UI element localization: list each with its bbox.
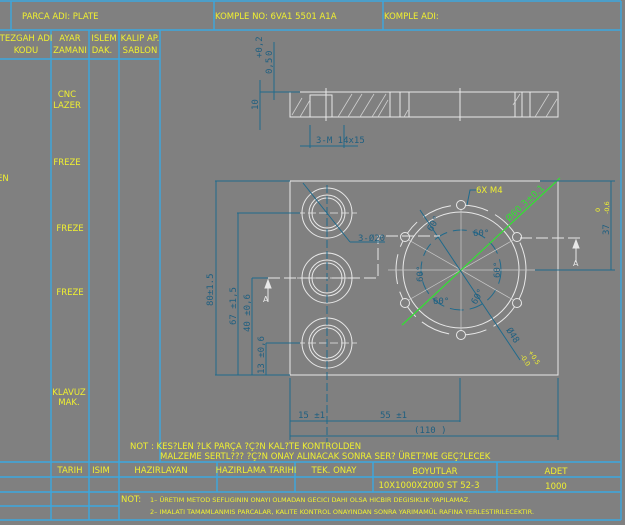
- bore-label: Ø48: [503, 326, 521, 346]
- side-depth: 0,5: [265, 58, 275, 74]
- side-tol: +0,2: [255, 36, 265, 58]
- dim-40: 40 ±0,6: [243, 294, 253, 332]
- note-line1: NOT : KES?LEN ?LK PARÇA ?Ç?N KAL?TE KONT…: [130, 442, 361, 452]
- op-5-line1: KLAVUZ: [52, 388, 86, 398]
- angle-4: 60°: [470, 287, 487, 306]
- side-view: [259, 42, 559, 148]
- section-label-left: A: [263, 295, 269, 304]
- col-machine-line2: KODU: [14, 46, 39, 56]
- footer-name-header: ISIM: [92, 466, 110, 476]
- footer-tech-approval-header: TEK. ONAY: [311, 466, 358, 476]
- dim-37-tol-lower: -0,6: [603, 201, 611, 214]
- dim-37: 37: [602, 224, 612, 235]
- op-5-line2: MAK.: [58, 398, 79, 408]
- footer-prepared-header: HAZIRLAYAN: [134, 466, 187, 476]
- op-3: FREZE: [56, 224, 83, 234]
- footer-notes-label: NOT:: [121, 495, 141, 505]
- front-view: [215, 177, 615, 445]
- op-1-line1: CNC: [58, 90, 76, 100]
- op-2: FREZE: [53, 158, 80, 168]
- col-machine-line1: TEZGAH ADI: [0, 34, 52, 44]
- col-process-line2: DAK.: [92, 46, 113, 56]
- footer-note-2: 2– IMALATI TAMAMLANMIS PARCALAR, KALITE …: [150, 507, 534, 516]
- side-tol2: 0: [265, 51, 275, 56]
- bolt-circle-label: Ø60.3±0.1: [504, 183, 547, 224]
- angle-2: 60°: [473, 229, 489, 239]
- assembly-name-label: KOMPLE ADI:: [384, 12, 439, 22]
- bolt-circle-pattern: [388, 177, 561, 361]
- col-mold-line1: KALIP AP.: [121, 34, 160, 44]
- counterbore-holes: [297, 185, 357, 445]
- holes-label: 3-Ø20: [358, 233, 385, 244]
- footer-dimensions-header: BOYUTLAR: [412, 467, 457, 477]
- dim-width: (110 ): [414, 426, 447, 436]
- footer-prep-date-header: HAZIRLAMA TARIHI: [216, 466, 297, 476]
- angle-3: 60°: [493, 262, 503, 278]
- angle-1: 60°: [426, 214, 443, 233]
- col-setup-line1: AYAR: [59, 34, 81, 44]
- col-mold-line2: SABLON: [123, 46, 158, 56]
- col-process-line1: ISLEM: [91, 34, 116, 44]
- dim-13: 13 ±0,6: [257, 336, 267, 374]
- footer-quantity-value: 1000: [545, 482, 567, 492]
- dim-height: 80±1.5: [206, 273, 216, 306]
- left-fragment: EN: [0, 174, 9, 184]
- angle-5: 60°: [433, 297, 449, 307]
- dimension-lines: [215, 180, 615, 440]
- section-label-right: A: [573, 259, 579, 268]
- assembly-no: KOMPLE NO: 6VA1 5501 A1A: [215, 12, 337, 22]
- dim-67: 67 ±1,5: [229, 287, 239, 325]
- thread-label: 6X M4: [476, 186, 503, 196]
- side-thickness: 10: [251, 99, 261, 110]
- dim-15: 15 ±1: [298, 411, 325, 421]
- part-name: PARCA ADI: PLATE: [22, 12, 99, 22]
- footer-date-header: TARIH: [56, 466, 82, 476]
- note-line2: MALZEME SERTL??? ?Ç?N ONAY ALINACAK SONR…: [160, 451, 491, 462]
- footer-note-1: 1– ÜRETIM METOD SEFLIGININ ONAYI OLMADAN…: [150, 495, 470, 504]
- side-counterbore: 3-M 14x15: [316, 136, 365, 146]
- footer-dimensions-value: 10X1000X2000 ST 52-3: [378, 481, 479, 491]
- dim-37-tol-upper: 0: [594, 208, 602, 212]
- op-1-line2: LAZER: [53, 101, 81, 111]
- angle-6: 60°: [416, 266, 426, 282]
- dim-55: 55 ±1: [380, 411, 407, 421]
- footer-quantity-header: ADET: [545, 467, 569, 477]
- op-4: FREZE: [56, 288, 83, 298]
- section-line: [264, 235, 580, 302]
- col-setup-line2: ZAMANI: [53, 46, 87, 56]
